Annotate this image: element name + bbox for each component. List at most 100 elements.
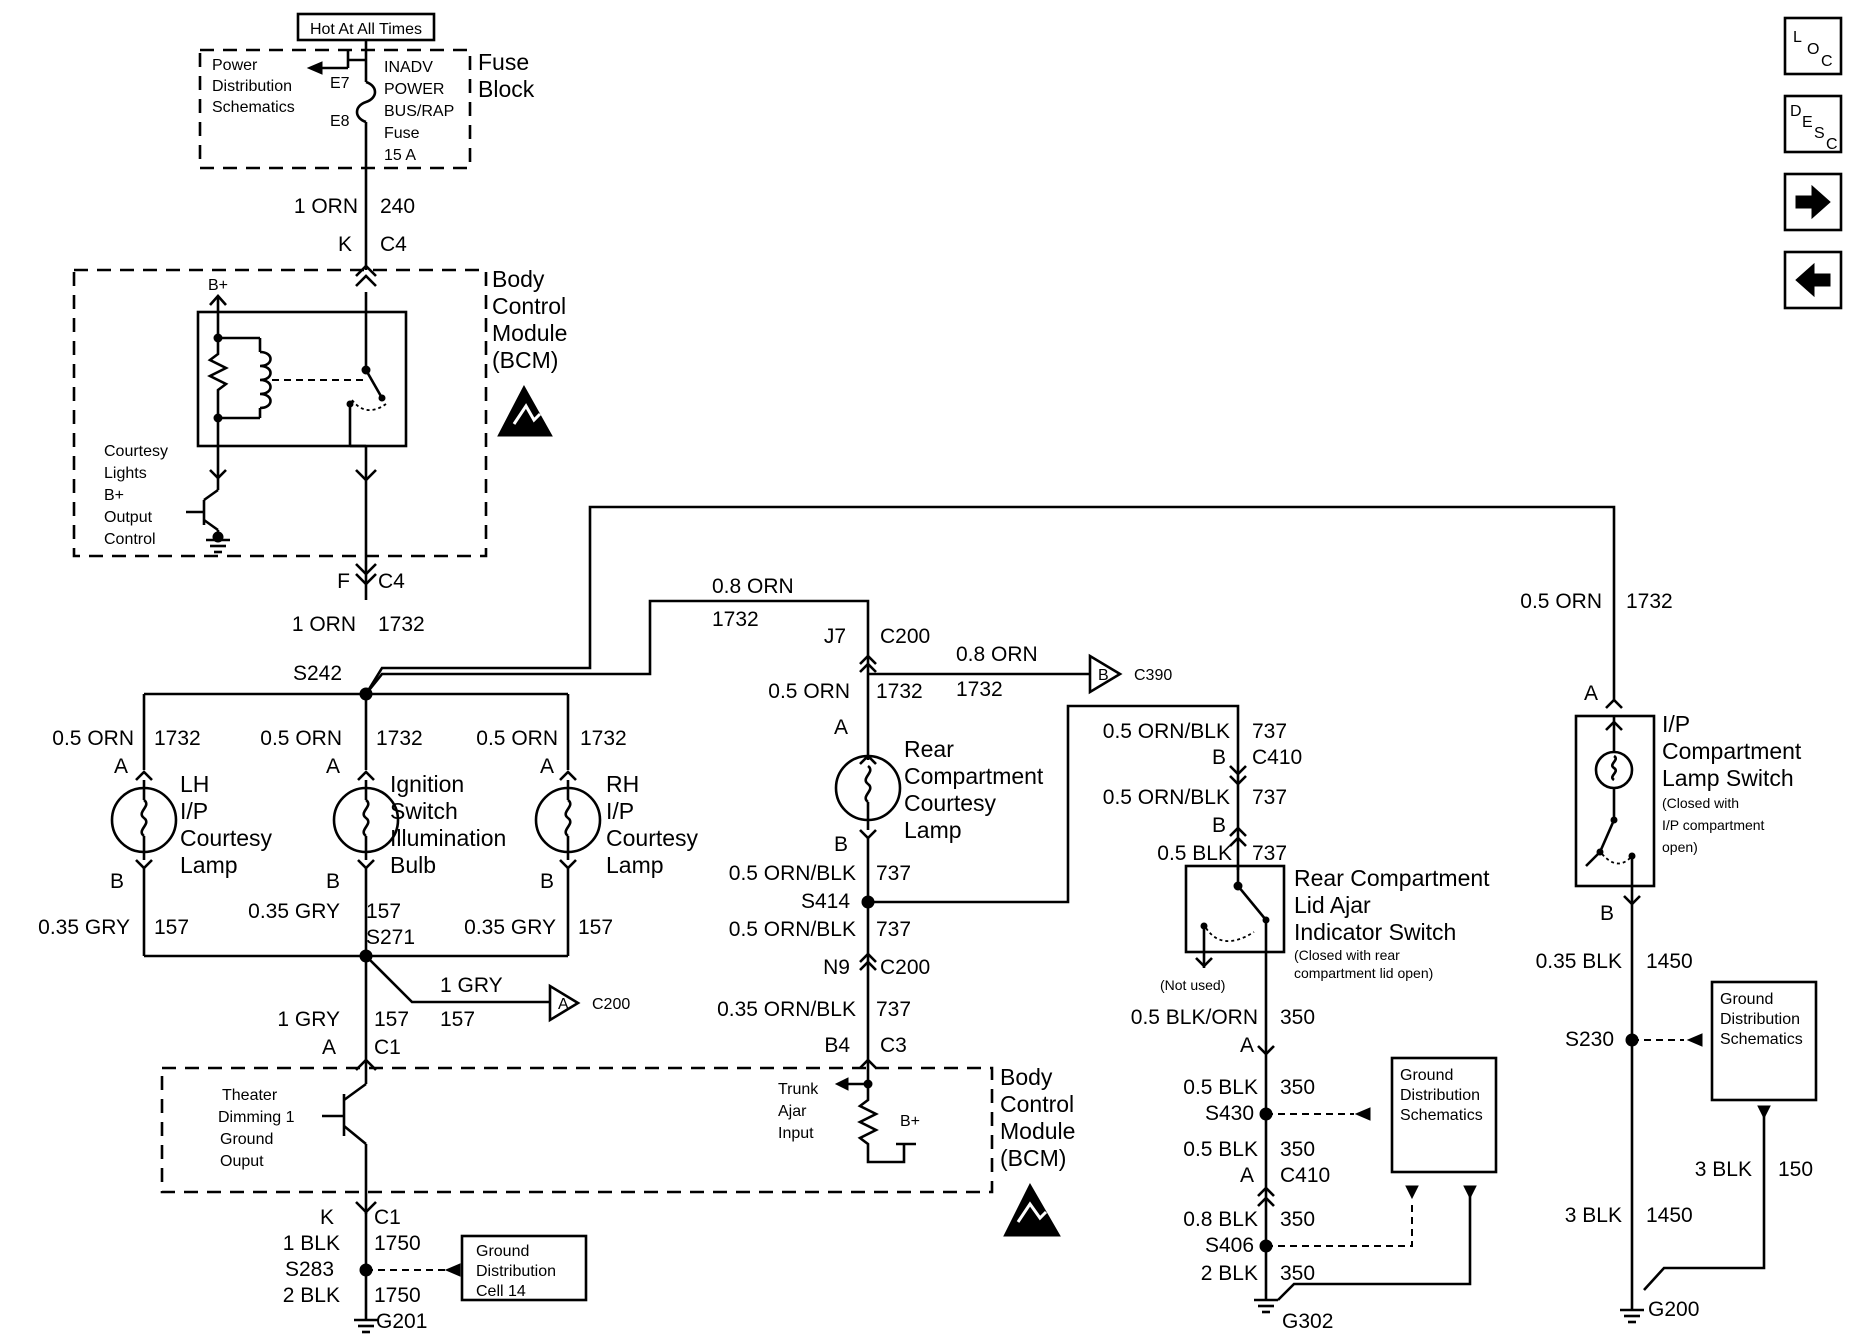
svg-text:C1: C1 (374, 1206, 401, 1229)
svg-text:Body: Body (1000, 1064, 1053, 1090)
bcm-bottom-outline (160, 1066, 994, 1194)
fuse-icon (355, 80, 377, 124)
bcm-bottom: Body Control Module (BCM) Theater Dimmin… (160, 1064, 1075, 1237)
svg-text:1732: 1732 (956, 678, 1003, 701)
svg-text:Block: Block (478, 76, 535, 102)
svg-text:B: B (540, 870, 554, 893)
svg-text:A: A (326, 755, 340, 778)
svg-text:Power: Power (212, 57, 258, 74)
svg-text:A: A (114, 755, 128, 778)
desc-button[interactable]: D E S C (1783, 94, 1843, 154)
svg-text:737: 737 (876, 862, 911, 885)
svg-text:0.5 ORN: 0.5 ORN (260, 727, 342, 750)
svg-text:1732: 1732 (376, 727, 423, 750)
svg-text:F: F (337, 570, 350, 593)
svg-text:157: 157 (578, 916, 613, 939)
bcm-top: Body Control Module (BCM) B+ (72, 266, 567, 600)
svg-text:B: B (1098, 667, 1109, 684)
ground-g302: G302 (1282, 1310, 1333, 1333)
svg-text:1732: 1732 (378, 613, 425, 636)
svg-text:0.35 BLK: 0.35 BLK (1536, 950, 1622, 973)
svg-text:I/P: I/P (606, 798, 634, 824)
svg-text:Distribution: Distribution (1720, 1011, 1800, 1028)
svg-text:Courtesy: Courtesy (180, 825, 273, 851)
relay-coil-icon (259, 350, 272, 410)
svg-text:Rear Compartment: Rear Compartment (1294, 865, 1490, 891)
svg-text:1 GRY: 1 GRY (440, 974, 503, 997)
loc-button[interactable]: L O C (1783, 16, 1843, 76)
svg-text:S230: S230 (1565, 1028, 1614, 1051)
svg-text:1 ORN: 1 ORN (292, 613, 356, 636)
svg-text:INADV: INADV (384, 59, 433, 76)
svg-text:0.35 ORN/BLK: 0.35 ORN/BLK (717, 998, 856, 1021)
svg-text:(BCM): (BCM) (492, 347, 558, 373)
ground-distribution-schematics-box-1 (1390, 1056, 1498, 1174)
svg-text:C200: C200 (592, 996, 630, 1013)
svg-text:350: 350 (1280, 1262, 1315, 1285)
svg-text:S271: S271 (366, 926, 415, 949)
svg-text:Control: Control (1000, 1091, 1074, 1117)
svg-text:C200: C200 (880, 625, 930, 648)
svg-text:K: K (320, 1206, 334, 1229)
svg-text:Ignition: Ignition (390, 771, 464, 797)
svg-text:S406: S406 (1205, 1234, 1254, 1257)
svg-text:0.5 BLK: 0.5 BLK (1157, 842, 1232, 865)
svg-text:737: 737 (1252, 842, 1287, 865)
next-arrow-button[interactable] (1783, 172, 1843, 232)
svg-text:compartment lid open): compartment lid open) (1294, 965, 1433, 981)
svg-text:S283: S283 (285, 1258, 334, 1281)
svg-text:C: C (1821, 53, 1833, 70)
svg-text:2 BLK: 2 BLK (1201, 1262, 1258, 1285)
svg-text:Schematics: Schematics (1720, 1031, 1803, 1048)
svg-text:2 BLK: 2 BLK (283, 1284, 340, 1307)
svg-text:0.35 GRY: 0.35 GRY (464, 916, 556, 939)
svg-text:Cell 14: Cell 14 (476, 1283, 526, 1300)
svg-text:0.8 ORN: 0.8 ORN (712, 575, 794, 598)
svg-text:Dimming 1: Dimming 1 (218, 1109, 295, 1126)
svg-text:Theater: Theater (222, 1087, 278, 1104)
svg-text:(Closed with rear: (Closed with rear (1294, 947, 1400, 963)
svg-text:B+: B+ (104, 487, 124, 504)
prev-arrow-button[interactable] (1783, 250, 1843, 310)
svg-text:1750: 1750 (374, 1232, 421, 1255)
svg-text:S242: S242 (293, 662, 342, 685)
svg-text:B4: B4 (824, 1034, 850, 1057)
svg-text:Lamp: Lamp (904, 817, 962, 843)
svg-text:Input: Input (778, 1125, 814, 1142)
svg-text:I/P: I/P (180, 798, 208, 824)
ip-compartment-lamp-switch: I/P Compartment Lamp Switch (Closed with… (1574, 711, 1802, 906)
ground-g200: G200 (1648, 1298, 1699, 1321)
svg-text:Fuse: Fuse (478, 49, 529, 75)
svg-text:1450: 1450 (1646, 950, 1693, 973)
svg-text:C1: C1 (374, 1036, 401, 1059)
ground-distribution-schematics-box-2 (1710, 980, 1818, 1102)
svg-text:L: L (1793, 29, 1802, 46)
svg-text:Distribution: Distribution (1400, 1087, 1480, 1104)
svg-text:157: 157 (374, 1008, 409, 1031)
svg-text:737: 737 (1252, 720, 1287, 743)
svg-text:150: 150 (1778, 1158, 1813, 1181)
ground-distribution-cell14-box (460, 1234, 588, 1302)
rear-compartment-lid-ajar-switch: Rear Compartment Lid Ajar Indicator Swit… (1160, 864, 1490, 993)
svg-text:Ajar: Ajar (778, 1103, 807, 1120)
svg-text:C390: C390 (1134, 667, 1172, 684)
svg-text:Bulb: Bulb (390, 852, 436, 878)
svg-text:350: 350 (1280, 1208, 1315, 1231)
svg-text:B: B (1600, 902, 1614, 925)
svg-text:Distribution: Distribution (476, 1263, 556, 1280)
svg-text:C3: C3 (880, 1034, 907, 1057)
svg-text:C4: C4 (380, 233, 407, 256)
svg-text:1 BLK: 1 BLK (283, 1232, 340, 1255)
svg-text:0.8 BLK: 0.8 BLK (1183, 1208, 1258, 1231)
svg-text:O: O (1807, 41, 1819, 58)
svg-text:POWER: POWER (384, 81, 444, 98)
svg-text:Illumination: Illumination (390, 825, 506, 851)
svg-text:S430: S430 (1205, 1102, 1254, 1125)
connector-a-label: A (558, 996, 569, 1013)
svg-text:open): open) (1662, 839, 1698, 855)
fuse-block-outline (198, 48, 472, 170)
svg-text:C4: C4 (378, 570, 405, 593)
svg-text:0.5 ORN/BLK: 0.5 ORN/BLK (1103, 786, 1230, 809)
svg-text:C200: C200 (880, 956, 930, 979)
